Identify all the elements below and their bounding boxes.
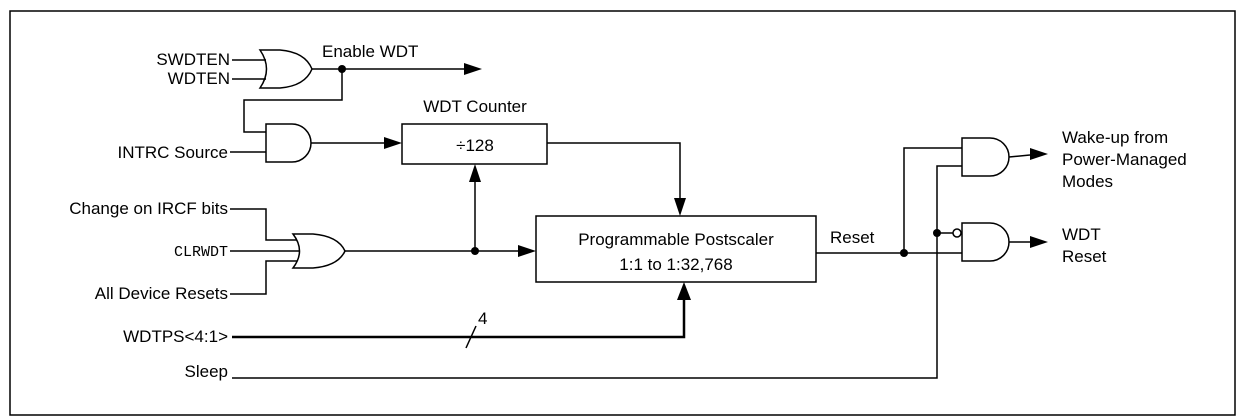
label-reset: Reset [830, 228, 875, 247]
label-clrwdt: CLRWDT [174, 244, 228, 261]
postscaler-title: Programmable Postscaler [578, 230, 774, 249]
arrow-wdtps [677, 282, 691, 300]
label-wdtps: WDTPS<4:1> [123, 327, 228, 346]
label-sleep: Sleep [185, 362, 228, 381]
arrow-clear-to-counter [469, 164, 481, 182]
arrow-wake [1030, 148, 1048, 160]
or-gate-clear [291, 233, 346, 269]
wire-wake-out [1008, 154, 1031, 158]
wdt-counter-box [401, 123, 548, 165]
label-wake-1: Wake-up from [1062, 128, 1168, 147]
and-gate-wake [961, 137, 1010, 177]
wire-sleep [232, 165, 962, 379]
arrow-wdt-reset [1030, 236, 1048, 248]
bus-slash [465, 325, 477, 349]
arrow-clear-to-postscaler [518, 245, 536, 257]
arrow-enable-wdt [464, 63, 482, 75]
wire-enable-feedback [243, 69, 343, 133]
wire-counter-to-postscaler [547, 142, 681, 200]
label-all-device-resets: All Device Resets [95, 284, 228, 303]
or-gate-enable [258, 49, 313, 89]
postscaler-range: 1:1 to 1:32,768 [619, 255, 732, 274]
postscaler-box [535, 215, 817, 283]
counter-title: WDT Counter [423, 97, 527, 116]
wire-wdtps-bus [232, 298, 686, 339]
diagram-frame [9, 10, 1236, 416]
arrow-counter-to-postscaler [674, 198, 686, 216]
wire-reset-to-wake [903, 147, 962, 253]
and-gate-wdt-reset [961, 222, 1010, 262]
label-wdt-reset-1: WDT [1062, 225, 1101, 244]
arrow-to-counter [384, 137, 402, 149]
label-wdt-reset-2: Reset [1062, 247, 1107, 266]
and-gate-intrc [265, 123, 312, 163]
label-wdten: WDTEN [168, 69, 230, 88]
wire-ircf [230, 208, 300, 241]
bus-width-label: 4 [478, 309, 487, 328]
wire-resets [230, 260, 300, 295]
inverter-bubble [952, 228, 962, 238]
label-enable-wdt: Enable WDT [322, 42, 418, 61]
label-swdten: SWDTEN [156, 50, 230, 69]
label-wake-3: Modes [1062, 172, 1113, 191]
label-change-on-ircf: Change on IRCF bits [69, 199, 228, 218]
label-wake-2: Power-Managed [1062, 150, 1187, 169]
counter-divider: ÷128 [456, 136, 494, 155]
label-intrc-source: INTRC Source [117, 143, 228, 162]
